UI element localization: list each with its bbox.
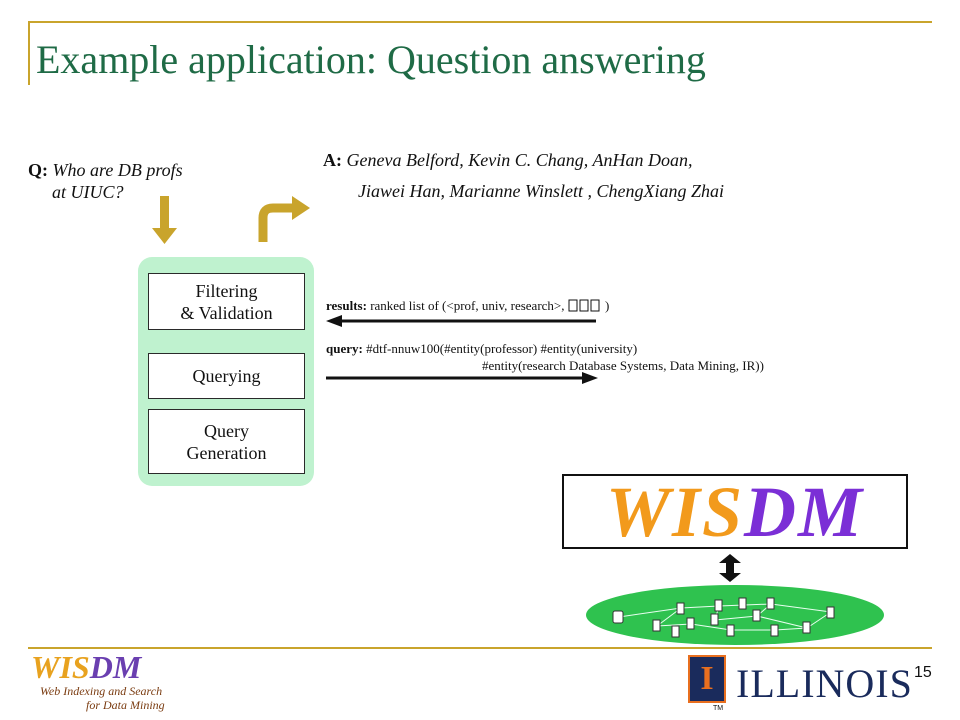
answer-block: A: Geneva Belford, Kevin C. Chang, AnHan… xyxy=(323,150,692,171)
stage-line: Filtering xyxy=(195,280,258,301)
down-arrow-icon xyxy=(152,196,177,244)
query-text: query: #dtf-nnuw100(#entity(professor) #… xyxy=(326,341,637,357)
stage-query-generation: Query Generation xyxy=(148,409,305,474)
stage-querying: Querying xyxy=(148,353,305,399)
double-arrow-icon xyxy=(719,554,741,582)
page-number: 15 xyxy=(914,664,932,681)
results-placeholder-glyphs xyxy=(568,299,602,316)
answer-line-1: Geneva Belford, Kevin C. Chang, AnHan Do… xyxy=(346,150,693,170)
question-block: Q: Who are DB profs xyxy=(28,160,183,181)
right-arrow-icon xyxy=(326,372,598,384)
results-label: results: xyxy=(326,298,367,313)
wisdm-logo: WISDM xyxy=(31,649,142,685)
stage-line: Query xyxy=(204,420,249,441)
results-text: results: ranked list of (<prof, univ, re… xyxy=(326,298,609,316)
illinois-block-i-icon: I xyxy=(688,655,726,703)
question-label: Q: xyxy=(28,160,48,180)
top-rule xyxy=(28,21,932,23)
stage-line: Generation xyxy=(186,442,267,463)
trademark: TM xyxy=(713,705,724,712)
results-tail: ) xyxy=(605,298,610,313)
wisdm-box: WISDM xyxy=(562,474,908,549)
bottom-rule xyxy=(28,647,932,649)
logo-subtitle-2: for Data Mining xyxy=(86,698,165,712)
results-body: ranked list of (<prof, univ, research>, xyxy=(370,298,565,313)
left-rule xyxy=(28,23,30,85)
query-label: query: xyxy=(326,341,363,356)
web-graph-globe-icon xyxy=(586,585,884,645)
bent-up-arrow-icon xyxy=(258,196,310,242)
question-line-2: at UIUC? xyxy=(52,182,124,202)
left-arrow-icon xyxy=(326,315,596,327)
answer-label: A: xyxy=(323,150,342,170)
logo-subtitle-1: Web Indexing and Search xyxy=(40,684,163,698)
query-line-1: #dtf-nnuw100(#entity(professor) #entity(… xyxy=(366,341,638,356)
question-line-1: Who are DB profs xyxy=(52,160,183,180)
illinois-wordmark: ILLINOIS xyxy=(736,661,913,706)
wisdm-wordmark: WISDM xyxy=(605,471,865,552)
stage-filtering-validation: Filtering & Validation xyxy=(148,273,305,330)
slide-title: Example application: Question answering xyxy=(36,37,706,82)
stage-line: & Validation xyxy=(180,302,273,323)
stage-line: Querying xyxy=(192,366,261,386)
query-line-2: #entity(research Database Systems, Data … xyxy=(482,358,764,373)
answer-line-2: Jiawei Han, Marianne Winslett , ChengXia… xyxy=(358,181,724,201)
